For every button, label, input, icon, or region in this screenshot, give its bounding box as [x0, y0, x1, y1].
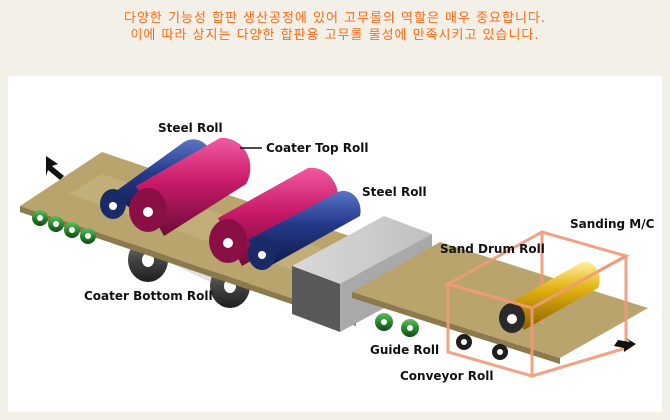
- flow-in-arrow-icon: [46, 156, 64, 180]
- label-coater-bottom-roll: Coater Bottom Roll: [84, 289, 213, 303]
- label-sand-drum-roll: Sand Drum Roll: [440, 242, 545, 256]
- header-line-1: 다양한 기능성 합판 생산공정에 있어 고무롤의 역할은 매우 중요합니다.: [123, 11, 547, 26]
- header: 다양한 기능성 합판 생산공정에 있어 고무롤의 역할은 매우 중요합니다. 이…: [0, 0, 670, 68]
- label-steel-roll-1: Steel Roll: [158, 121, 223, 135]
- steel-roll-2: [248, 190, 361, 270]
- header-line-2: 이에 따라 상지는 다양한 합판용 고무롤 물성에 만족시키고 있습니다.: [130, 28, 540, 43]
- label-sanding-mc: Sanding M/C: [570, 217, 655, 231]
- guide-rolls: [375, 313, 419, 337]
- flow-out-arrow-icon: [614, 338, 636, 352]
- process-diagram: Steel Roll Coater Top Roll Steel Roll Sa…: [20, 121, 655, 383]
- coater-top-roll-2: [209, 167, 339, 266]
- coater-top-roll-1: [129, 137, 251, 236]
- label-guide-roll: Guide Roll: [370, 343, 439, 357]
- label-steel-roll-2: Steel Roll: [362, 185, 427, 199]
- label-conveyor-roll: Conveyor Roll: [400, 369, 493, 383]
- label-coater-top-roll: Coater Top Roll: [266, 141, 368, 155]
- conveyor-rolls: [456, 334, 508, 360]
- feed-rolls: [32, 210, 96, 244]
- sanding-machine-frame-front: [446, 254, 627, 378]
- process-diagram-panel: Steel Roll Coater Top Roll Steel Roll Sa…: [8, 76, 662, 412]
